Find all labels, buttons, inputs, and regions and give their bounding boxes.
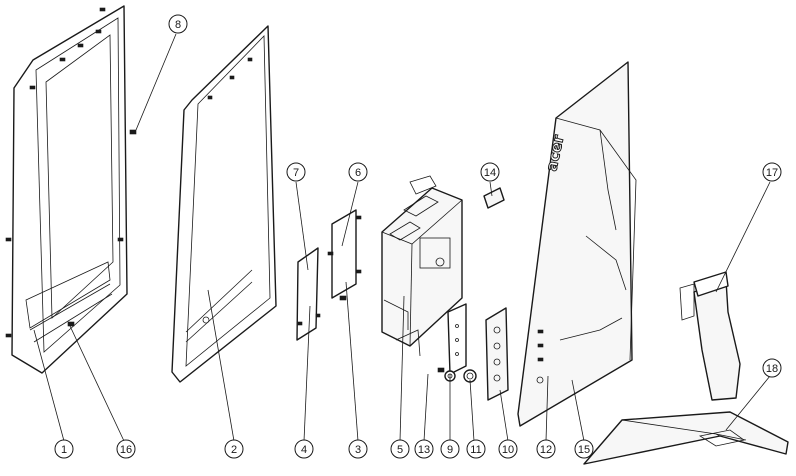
svg-text:5: 5 xyxy=(397,444,403,456)
svg-text:7: 7 xyxy=(293,167,299,179)
callout-7: 7 xyxy=(287,163,305,181)
callout-1: 1 xyxy=(55,440,73,458)
io-port-bracket xyxy=(486,308,508,400)
small-bracket xyxy=(484,188,504,208)
svg-text:11: 11 xyxy=(470,444,481,456)
callout-17: 17 xyxy=(763,163,781,181)
callout-13: 13 xyxy=(415,440,433,458)
svg-text:13: 13 xyxy=(418,444,430,456)
svg-text:4: 4 xyxy=(301,444,307,456)
svg-text:18: 18 xyxy=(766,363,778,375)
screw xyxy=(340,296,346,300)
front-bezel xyxy=(6,6,127,373)
callout-3: 3 xyxy=(349,440,367,458)
svg-text:12: 12 xyxy=(540,444,552,456)
callout-8: 8 xyxy=(169,15,187,33)
svg-text:9: 9 xyxy=(447,444,453,456)
svg-text:3: 3 xyxy=(355,444,361,456)
callout-9: 9 xyxy=(441,440,459,458)
stand-base xyxy=(584,412,788,464)
svg-text:10: 10 xyxy=(502,444,514,456)
callout-11: 11 xyxy=(467,440,485,458)
svg-text:17: 17 xyxy=(766,167,778,179)
stand-neck xyxy=(680,272,740,400)
callout-6: 6 xyxy=(349,163,367,181)
svg-text:8: 8 xyxy=(175,19,181,31)
screw xyxy=(130,130,136,134)
svg-text:15: 15 xyxy=(578,444,590,456)
callout-2: 2 xyxy=(225,440,243,458)
callout-10: 10 xyxy=(499,440,517,458)
callout-16: 16 xyxy=(117,440,135,458)
bracket xyxy=(448,304,466,374)
callout-4: 4 xyxy=(295,440,313,458)
callout-12: 12 xyxy=(537,440,555,458)
callout-18: 18 xyxy=(763,359,781,377)
svg-text:14: 14 xyxy=(484,167,496,179)
svg-text:6: 6 xyxy=(355,167,361,179)
callout-5: 5 xyxy=(391,440,409,458)
svg-text:1: 1 xyxy=(61,444,67,456)
svg-text:2: 2 xyxy=(231,444,237,456)
svg-text:16: 16 xyxy=(120,444,132,456)
callout-14: 14 xyxy=(481,163,499,181)
rear-cover: acer xyxy=(518,62,636,426)
screw xyxy=(68,322,74,326)
screw xyxy=(438,368,444,372)
callout-15: 15 xyxy=(575,440,593,458)
display-panel xyxy=(172,26,276,382)
power-board xyxy=(328,210,361,298)
small-board xyxy=(297,248,320,340)
